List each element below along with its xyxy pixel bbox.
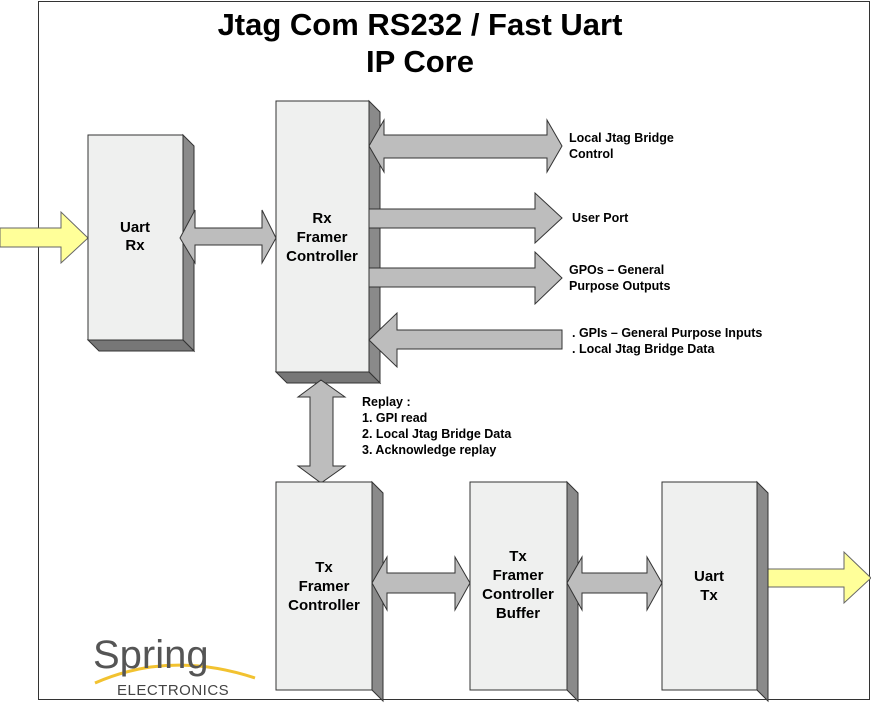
replay-item-1: 1. GPI read [362, 411, 427, 425]
tx-framer-controller-block: Tx Framer Controller [275, 480, 384, 703]
tx-buffer-label-2: Framer [493, 567, 544, 584]
replay-item-2: 2. Local Jtag Bridge Data [362, 427, 512, 441]
uart-tx-block: Uart Tx [661, 480, 769, 703]
rx-framer-label-2: Framer [297, 229, 348, 246]
uart-rx-label-1: Uart [120, 219, 150, 236]
uart-tx-label-2: Tx [700, 587, 718, 604]
local-jtag-control-label-1: Local Jtag Bridge [569, 131, 674, 145]
uart-rx-framer-double-arrow [179, 209, 277, 265]
local-jtag-control-arrow [368, 118, 563, 174]
gpos-label-1: GPOs – General [569, 263, 664, 277]
gpo-arrow [368, 250, 563, 306]
serial-input-arrow [0, 210, 89, 265]
gpos-label-2: Purpose Outputs [569, 279, 670, 293]
serial-output-arrow [756, 550, 871, 605]
buffer-uart-tx-double-arrow [566, 555, 663, 612]
gpis-label-1: . GPIs – General Purpose Inputs [572, 326, 762, 340]
spring-electronics-logo: Spring ELECTRONICS [93, 633, 256, 699]
logo-sub: ELECTRONICS [117, 682, 229, 699]
rx-framer-label-3: Controller [286, 248, 358, 265]
tx-buffer-label-1: Tx [509, 548, 527, 565]
rx-framer-label-1: Rx [312, 210, 332, 227]
replay-heading: Replay : [362, 395, 411, 409]
user-port-arrow [368, 191, 563, 245]
tx-framer-buffer-block: Tx Framer Controller Buffer [469, 480, 579, 703]
tx-buffer-label-3: Controller [482, 586, 554, 603]
gpi-arrow [368, 311, 563, 369]
tx-framer-label-3: Controller [288, 597, 360, 614]
gpis-label-2: . Local Jtag Bridge Data [572, 342, 715, 356]
tx-framer-buffer-double-arrow [371, 555, 471, 612]
logo-name: Spring [93, 633, 209, 677]
title-line-1: Jtag Com RS232 / Fast Uart [218, 7, 623, 42]
title-line-2: IP Core [366, 44, 474, 79]
uart-rx-label-2: Rx [125, 237, 145, 254]
rx-framer-controller-block: Rx Framer Controller [274, 99, 382, 385]
replay-item-3: 3. Acknowledge replay [362, 443, 496, 457]
local-jtag-control-label-2: Control [569, 147, 613, 161]
user-port-label: User Port [572, 211, 629, 225]
tx-framer-label-2: Framer [299, 578, 350, 595]
uart-tx-label-1: Uart [694, 568, 724, 585]
tx-buffer-label-4: Buffer [496, 605, 540, 622]
uart-rx-block: Uart Rx [86, 133, 196, 353]
tx-framer-label-1: Tx [315, 559, 333, 576]
